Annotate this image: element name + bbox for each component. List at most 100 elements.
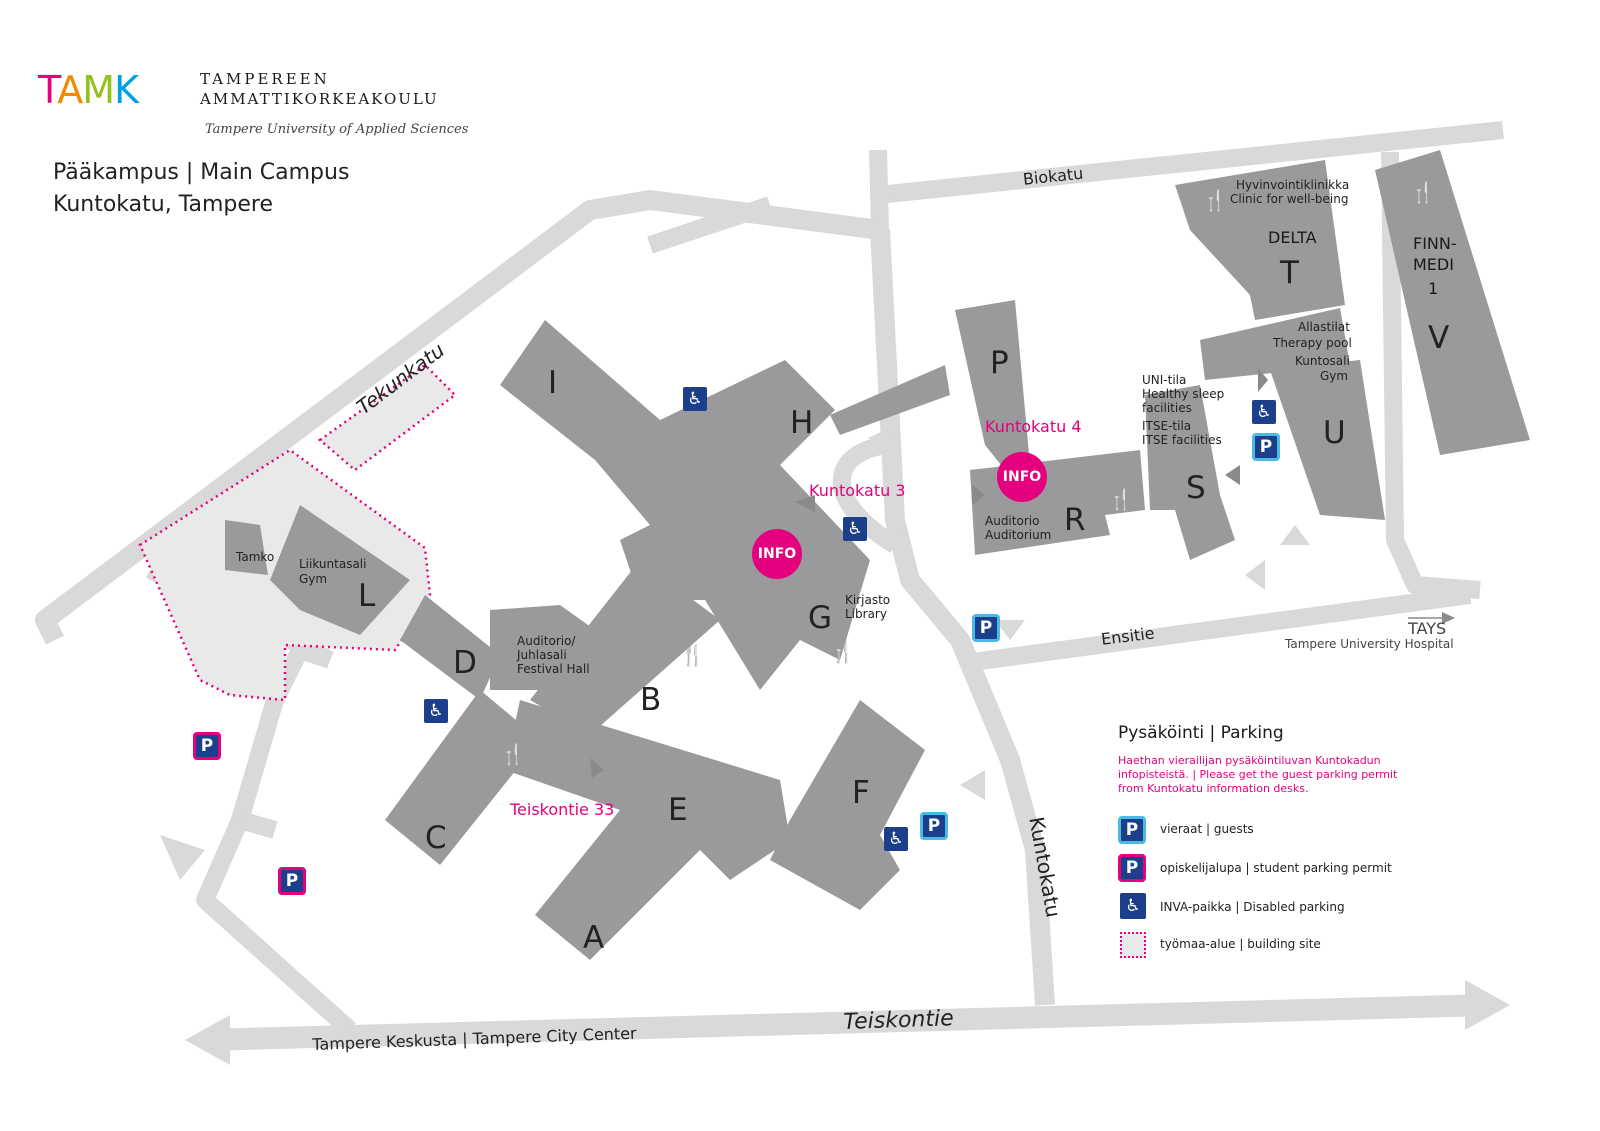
building-letter-p: P <box>990 345 1009 381</box>
door-arrows <box>590 368 1455 778</box>
logo-line2: AMMATTIKORKEAKOULU <box>200 90 439 108</box>
disabled-parking-icon: ♿ <box>424 699 448 723</box>
arrow-fork-up <box>1280 525 1310 545</box>
legend-student: opiskelijalupa | student parking permit <box>1160 861 1392 875</box>
logo-letter-m: M <box>82 68 115 112</box>
logo-line3: Tampere University of Applied Sciences <box>205 122 469 137</box>
building-L <box>270 505 410 635</box>
arrow-kuntokatu3 <box>795 495 815 512</box>
arrow-right-teiskontie <box>1465 980 1510 1030</box>
connector-HP <box>830 365 950 435</box>
legend-site: työmaa-alue | building site <box>1160 937 1321 951</box>
label-finn-1: FINN- <box>1413 234 1457 253</box>
label-finn-3: 1 <box>1428 279 1439 298</box>
label-allastilat: Allastilat <box>1298 320 1350 334</box>
label-gym: Gym <box>299 572 328 586</box>
street-teiskontie: Teiskontie <box>843 1006 955 1035</box>
address-kuntokatu-3: Kuntokatu 3 <box>809 481 906 500</box>
label-finn-2: MEDI <box>1413 255 1454 274</box>
building-T <box>1175 160 1345 320</box>
restaurant-icon: 🍴 <box>500 742 525 766</box>
legend-student-parking-icon: P <box>1118 854 1146 882</box>
label-auditorio: Auditorio <box>985 514 1040 528</box>
arrow-kunto-west <box>960 770 985 800</box>
arrow-tays <box>1442 612 1455 624</box>
restaurant-icon: 🍴 <box>830 640 855 664</box>
label-hyvinvointi: Hyvinvointiklinikka <box>1236 178 1350 192</box>
building-B <box>530 560 720 735</box>
logo-letter-a: A <box>57 68 83 112</box>
building-letter-v: V <box>1428 320 1450 356</box>
disabled-parking-icon: ♿ <box>884 827 908 851</box>
disabled-parking-icon: ♿ <box>843 517 867 541</box>
building-letter-a: A <box>583 920 605 956</box>
road-west-loop <box>196 641 357 1037</box>
label-auditorio-juhlasali-1: Auditorio/ <box>517 634 576 648</box>
building-letter-u: U <box>1323 415 1346 451</box>
building-U <box>1270 360 1385 520</box>
info-point-kuntokatu-4[interactable]: INFO <box>997 452 1047 502</box>
label-itse-1: ITSE-tila <box>1142 419 1192 433</box>
logo-letter-t: T <box>38 68 58 112</box>
label-clinic: Clinic for well-being <box>1230 192 1349 206</box>
restaurant-icon: 🍴 <box>1108 487 1133 511</box>
arrow-fork-left <box>1245 560 1265 590</box>
guest-parking-icon: P <box>972 614 1000 642</box>
label-delta: DELTA <box>1268 228 1317 247</box>
arrow-loop <box>868 430 885 446</box>
address-kuntokatu-4: Kuntokatu 4 <box>985 417 1082 436</box>
road-west-branch <box>237 811 278 839</box>
legend-note-2: infopisteistä. | Please get the guest pa… <box>1118 768 1398 781</box>
building-IHG-core <box>500 320 870 690</box>
arrow-R <box>972 485 985 505</box>
info-point-kuntokatu-3[interactable]: INFO <box>752 529 802 579</box>
building-P <box>955 300 1030 470</box>
road-ensitie <box>963 586 1472 672</box>
label-auditorio-juhlasali-2: Juhlasali <box>517 648 567 662</box>
label-kuntosali: Kuntosali <box>1295 354 1350 368</box>
legend-title: Pysäköinti | Parking <box>1118 723 1284 743</box>
building-letter-b: B <box>640 682 662 718</box>
building-letter-f: F <box>852 775 870 811</box>
road-biokatu <box>877 121 1504 204</box>
building-letter-h: H <box>790 405 814 441</box>
label-therapy: Therapy pool <box>1273 336 1352 350</box>
building-F <box>770 700 925 910</box>
restaurant-icon: 🍴 <box>680 643 705 667</box>
guest-parking-icon: P <box>1252 433 1280 461</box>
disabled-parking-icon: ♿ <box>683 387 707 411</box>
label-tamko: Tamko <box>236 550 275 564</box>
road-north-loop <box>869 149 889 231</box>
label-library: Library <box>845 607 887 621</box>
label-gym2: Gym <box>1320 369 1349 383</box>
building-letter-d: D <box>453 645 477 681</box>
street-tays: TAYS <box>1408 619 1447 638</box>
label-uni-1: UNI-tila <box>1142 373 1187 387</box>
legend-note-3: from Kuntokatu information desks. <box>1118 782 1309 795</box>
arrow-sw <box>160 835 205 880</box>
buildings <box>225 150 1530 960</box>
building-letter-c: C <box>425 820 447 856</box>
label-uni-2: Healthy sleep <box>1142 387 1225 401</box>
label-auditorium: Auditorium <box>985 528 1052 542</box>
label-festival-hall: Festival Hall <box>517 662 590 676</box>
restaurant-icon: 🍴 <box>1202 188 1227 212</box>
legend-disabled: INVA-paikka | Disabled parking <box>1160 900 1345 914</box>
logo-line1: TAMPEREEN <box>200 70 330 88</box>
road-east <box>1381 151 1481 599</box>
legend-guests: vieraat | guests <box>1160 822 1254 836</box>
address-teiskontie-33: Teiskontie 33 <box>510 800 615 819</box>
building-CD <box>385 690 540 865</box>
label-kirjasto: Kirjasto <box>845 593 891 607</box>
building-letter-s: S <box>1186 470 1206 506</box>
road-tekun-spur <box>647 196 773 254</box>
page-subtitle: Kuntokatu, Tampere <box>53 192 273 217</box>
building-letter-g: G <box>808 600 833 636</box>
road-kuntokatu <box>870 229 1055 1006</box>
arrow-teiskontie33 <box>590 758 604 778</box>
building-U-upper <box>1200 308 1350 380</box>
road-teiskontie <box>204 994 1491 1051</box>
building-tamko <box>225 520 268 575</box>
building-D <box>400 595 500 700</box>
page-title: Pääkampus | Main Campus <box>53 160 350 185</box>
